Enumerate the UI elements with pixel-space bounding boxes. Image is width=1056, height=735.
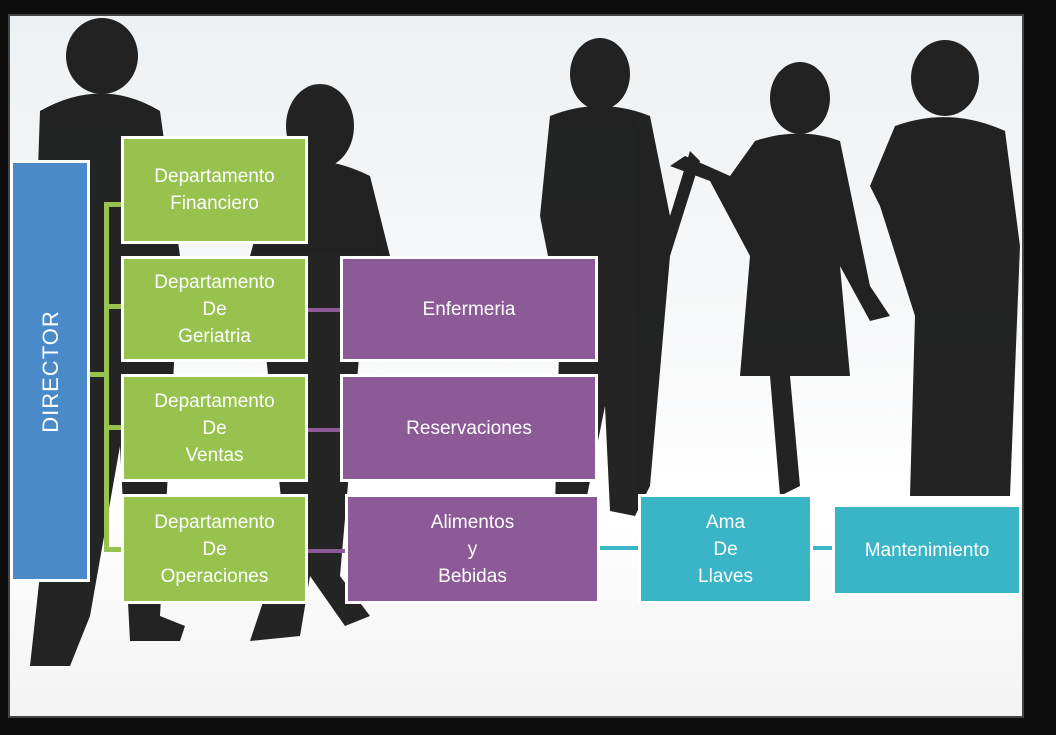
green-connectors [88,202,122,552]
silhouette-man-right [870,40,1020,496]
dept-operaciones-line-3: Operaciones [160,565,269,587]
dept-ventas-line-3: Ventas [185,444,244,466]
silhouette-woman-right [670,62,890,496]
dept-financiero-line-1: Departamento [154,166,275,187]
reservaciones-box: Reservaciones [340,374,598,482]
dept-ventas-line-1: Departamento [154,390,275,412]
alimentos-line-3: Bebidas [438,565,507,587]
enfermeria-box: Enfermeria [340,256,598,362]
ama-de-llaves-box: Ama De Llaves [638,494,813,604]
enfermeria-label: Enfermeria [422,298,516,320]
director-box: DIRECTOR [10,160,90,582]
ama-line-2: De [713,538,738,560]
dept-geriatria-box: Departamento De Geriatria [121,256,308,362]
business-people-silhouettes [30,18,1020,666]
ama-line-1: Ama [705,511,746,533]
dept-financiero-line-2: Financiero [170,193,259,214]
alimentos-bebidas-box: Alimentos y Bebidas [345,494,600,604]
purple-connectors [301,308,346,553]
mantenimiento-box: Mantenimiento [832,504,1022,596]
dept-financiero-box: Departamento Financiero [121,136,308,244]
cyan-connectors [600,546,833,550]
dept-ventas-line-2: De [202,417,227,439]
dept-operaciones-line-1: Departamento [154,511,275,533]
dept-ventas-box: Departamento De Ventas [121,374,308,482]
dept-geriatria-line-1: Departamento [154,271,275,293]
dept-operaciones-line-2: De [202,538,227,560]
alimentos-line-2: y [467,538,478,560]
dept-geriatria-line-3: Geriatria [178,325,251,347]
ama-line-3: Llaves [698,565,753,587]
alimentos-line-1: Alimentos [430,511,515,533]
reservaciones-label: Reservaciones [406,417,532,439]
director-label: DIRECTOR [37,309,63,433]
mantenimiento-label: Mantenimiento [864,539,990,561]
org-chart-canvas: DIRECTOR Departamento Financiero Departa… [8,14,1024,718]
dept-geriatria-line-2: De [202,298,227,320]
dept-operaciones-box: Departamento De Operaciones [121,494,308,604]
